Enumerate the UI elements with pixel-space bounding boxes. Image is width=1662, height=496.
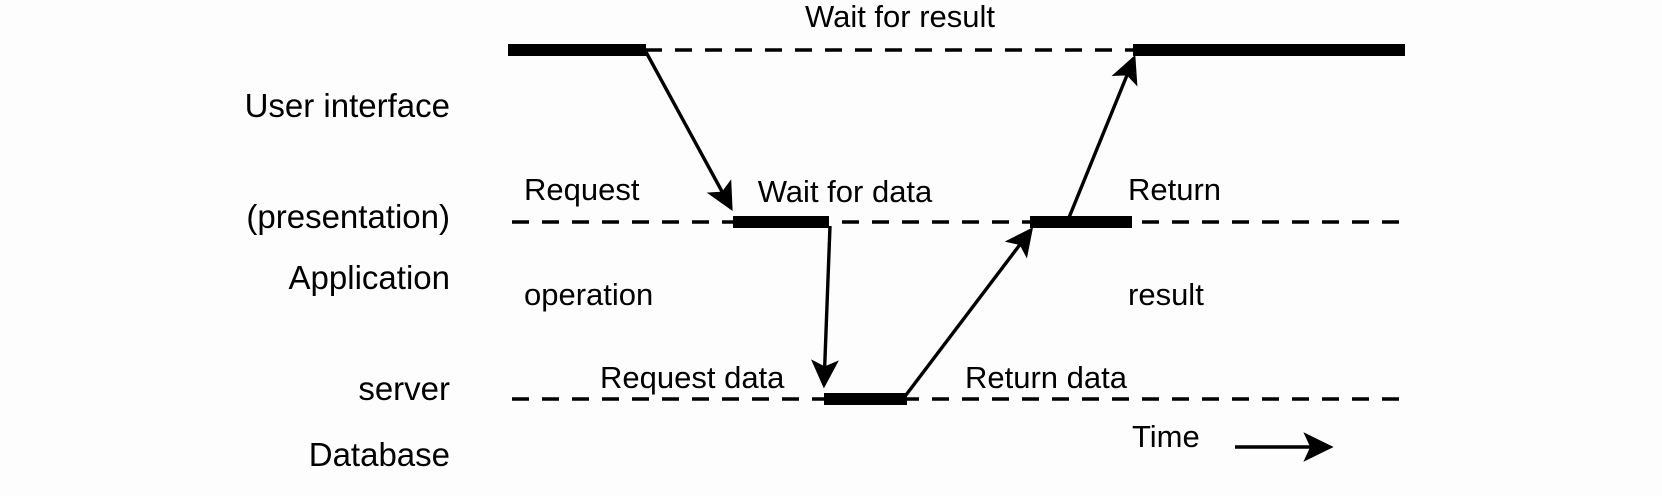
arrow-request-operation bbox=[644, 51, 733, 211]
message-label-return-data-line1: Return data bbox=[965, 360, 1127, 396]
actor-label-application-server: Application server bbox=[80, 186, 450, 482]
activation-bar-ui-end bbox=[1133, 44, 1405, 56]
state-label-wait-for-data: Wait for data bbox=[757, 174, 933, 209]
message-label-request-operation-line2: operation bbox=[524, 276, 654, 312]
actor-label-user-interface-line2: (presentation) bbox=[246, 197, 450, 235]
message-label-return-data: Return data bbox=[965, 292, 1245, 466]
activation-bar-db bbox=[824, 393, 907, 405]
message-label-request-data: Request data bbox=[600, 292, 880, 466]
lifeline-user-interface bbox=[508, 44, 1405, 56]
actor-label-user-interface: User interface (presentation) bbox=[80, 14, 450, 310]
actor-label-application-server-line2: server bbox=[358, 369, 450, 407]
arrow-request-data bbox=[811, 225, 839, 389]
message-label-return-result-line1: Return bbox=[1128, 172, 1222, 208]
message-label-return-result: Return result bbox=[1128, 104, 1368, 382]
activation-bar-app-second bbox=[1030, 216, 1132, 228]
state-label-wait-for-result: Wait for result bbox=[804, 0, 996, 34]
arrow-return-data bbox=[904, 227, 1034, 397]
activation-bar-ui-start bbox=[508, 44, 646, 56]
time-axis-label: Time bbox=[1132, 419, 1200, 454]
lifeline-database-server bbox=[512, 393, 1402, 405]
actor-label-database-server: Database server bbox=[80, 363, 450, 496]
lifeline-application-server bbox=[512, 216, 1402, 228]
message-label-return-result-line2: result bbox=[1128, 276, 1204, 312]
message-label-request-operation: Request operation bbox=[524, 104, 784, 382]
actor-label-database-server-line1: Database bbox=[308, 435, 450, 473]
actor-label-user-interface-line1: User interface bbox=[244, 86, 450, 124]
actor-label-application-server-line1: Application bbox=[288, 258, 450, 296]
message-label-request-data-line1: Request data bbox=[600, 360, 785, 396]
activation-bar-app-first bbox=[733, 216, 829, 228]
arrow-return-result bbox=[1066, 54, 1138, 221]
message-label-request-operation-line1: Request bbox=[524, 172, 640, 208]
